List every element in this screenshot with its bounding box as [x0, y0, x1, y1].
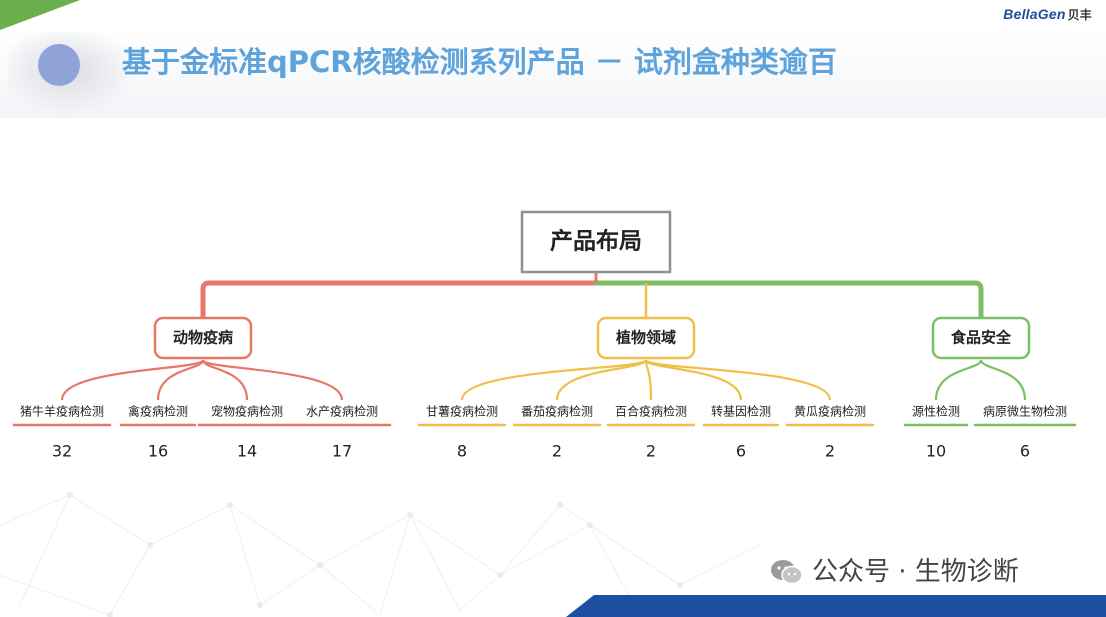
header-band [0, 30, 1106, 118]
title-bullet [38, 44, 80, 86]
item-label: 番茄疫病检测 [521, 404, 593, 419]
branch-item-curve [156, 359, 205, 401]
item-label: 猪牛羊疫病检测 [20, 404, 104, 419]
branch-item-curve [60, 358, 205, 401]
item-count: 32 [52, 442, 72, 461]
bottom-stripe [566, 595, 1106, 617]
item-count: 6 [1020, 442, 1030, 461]
item-label: 病原微生物检测 [983, 404, 1067, 419]
root-node [520, 210, 672, 274]
branch-item-curve [201, 358, 344, 401]
wechat-icon [771, 560, 803, 585]
item-count: 2 [646, 442, 656, 461]
corner-decoration [0, 0, 80, 30]
item-count: 14 [237, 442, 257, 461]
branch-item-curve [979, 359, 1027, 401]
item-count: 2 [825, 442, 835, 461]
branch-item-curve [644, 358, 743, 401]
branch-label: 食品安全 [951, 329, 1012, 347]
item-label: 禽疫病检测 [128, 404, 188, 419]
item-count: 2 [552, 442, 562, 461]
branch-item-curve [555, 358, 648, 401]
connector-animal [200, 280, 599, 321]
branch-item-curve [460, 358, 648, 401]
branch-node [931, 316, 1031, 360]
root-label: 产品布局 [550, 228, 642, 255]
item-label: 宠物疫病检测 [211, 404, 283, 419]
item-label: 水产疫病检测 [306, 404, 378, 419]
branch-item-curve [201, 359, 249, 401]
item-count: 16 [148, 442, 168, 461]
branch-item-curve [644, 358, 832, 401]
branch-item-curve [934, 359, 983, 401]
watermark: 公众号 · 生物诊断 [770, 555, 1019, 589]
brand-cn: 贝丰 [1067, 8, 1092, 22]
connector-food [593, 280, 984, 321]
branch-label: 植物领域 [616, 329, 676, 347]
item-count: 6 [736, 442, 746, 461]
branch-label: 动物疫病 [173, 329, 233, 347]
item-label: 百合疫病检测 [615, 404, 687, 419]
item-label: 黄瓜疫病检测 [794, 404, 866, 419]
item-label: 转基因检测 [711, 404, 771, 419]
network-background [0, 492, 760, 617]
item-label: 源性检测 [912, 404, 960, 419]
branch-node [153, 316, 253, 360]
page-title: 基于金标准qPCR核酸检测系列产品 － 试剂盒种类逾百 [122, 45, 837, 79]
item-label: 甘薯疫病检测 [426, 404, 498, 419]
item-count: 10 [926, 442, 946, 461]
watermark-text: 公众号 · 生物诊断 [812, 557, 1019, 587]
branch-node [596, 316, 696, 360]
item-count: 8 [457, 442, 467, 461]
branch-item-curve [644, 359, 653, 401]
item-count: 17 [332, 442, 352, 461]
brand-name: BellaGen [1003, 6, 1066, 22]
